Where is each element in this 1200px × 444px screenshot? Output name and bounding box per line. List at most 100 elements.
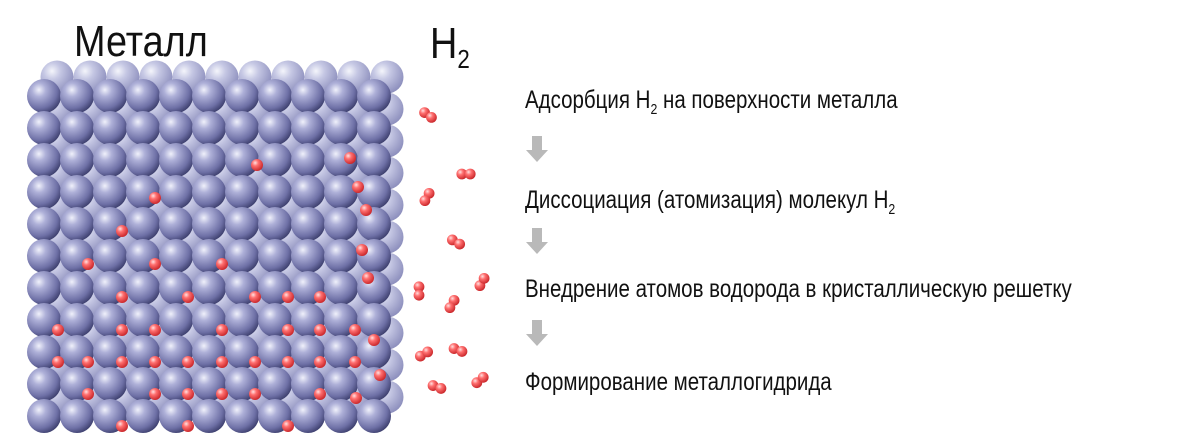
hydrogen-atom xyxy=(82,356,94,368)
metal-atom xyxy=(27,143,61,177)
metal-atom xyxy=(192,175,226,209)
step-dissociation-text: Диссоциация (атомизация) молекул H xyxy=(525,186,889,214)
metal-atom xyxy=(192,111,226,145)
metal-atom xyxy=(225,207,259,241)
metal-atom xyxy=(192,143,226,177)
hydrogen-atom xyxy=(182,420,194,432)
h2-molecule xyxy=(413,281,425,301)
hydrogen-atom xyxy=(456,168,468,180)
hydrogen-atom xyxy=(314,291,326,303)
hydrogen-atom xyxy=(116,420,128,432)
step-adsorption-subscript: 2 xyxy=(650,101,658,118)
hydrogen-atom xyxy=(282,291,294,303)
hydrogen-atom xyxy=(182,291,194,303)
metal-atom xyxy=(93,367,127,401)
metal-atom xyxy=(192,271,226,305)
metal-atom xyxy=(93,175,127,209)
hydrogen-atom xyxy=(52,324,64,336)
metal-atom xyxy=(27,239,61,273)
metal-atom xyxy=(27,79,61,113)
step-adsorption: Адсорбция H2 на поверхности металла xyxy=(525,86,898,118)
metal-atom xyxy=(258,175,292,209)
hydrogen-atom xyxy=(478,272,490,284)
metal-atom xyxy=(225,143,259,177)
metal-atom xyxy=(258,207,292,241)
metal-atom xyxy=(324,367,358,401)
hydrogen-label-subscript: 2 xyxy=(457,44,470,74)
step-insertion: Внедрение атомов водорода в кристалличес… xyxy=(525,277,1072,306)
metal-atom xyxy=(324,143,358,177)
metal-atom xyxy=(225,175,259,209)
hydrogen-atom xyxy=(360,204,372,216)
metal-atom xyxy=(126,111,160,145)
hydrogen-atom xyxy=(374,369,386,381)
metal-atom xyxy=(258,79,292,113)
hydrogen-atom xyxy=(116,291,128,303)
hydrogen-atom xyxy=(249,291,261,303)
metal-atom xyxy=(357,399,391,433)
hydrogen-atom xyxy=(182,356,194,368)
hydrogen-atom xyxy=(349,324,361,336)
step-insertion-text: Внедрение атомов водорода в кристалличес… xyxy=(525,275,1072,303)
metal-atom xyxy=(60,111,94,145)
metal-atom xyxy=(291,111,325,145)
metal-atom xyxy=(291,207,325,241)
hydrogen-atom xyxy=(116,356,128,368)
hydrogen-atom xyxy=(314,324,326,336)
hydrogen-atom xyxy=(426,112,437,123)
metal-atom xyxy=(324,79,358,113)
metal-atom xyxy=(27,399,61,433)
metal-atom xyxy=(192,207,226,241)
metal-atom xyxy=(159,111,193,145)
hydrogen-atom xyxy=(82,388,94,400)
metal-atom xyxy=(258,143,292,177)
hydrogen-atom xyxy=(251,159,263,171)
metal-atom xyxy=(225,79,259,113)
hydrogen-atom xyxy=(216,388,228,400)
hydrogen-atom xyxy=(282,356,294,368)
metal-atom xyxy=(159,207,193,241)
arrow-down-icon xyxy=(526,136,548,162)
h2-molecule xyxy=(474,272,490,292)
metal-atom xyxy=(225,111,259,145)
hydrogen-atom xyxy=(52,356,64,368)
metal-atom xyxy=(258,111,292,145)
h2-molecule xyxy=(471,371,489,389)
metal-atom xyxy=(27,207,61,241)
metal-atom xyxy=(27,175,61,209)
metal-atom xyxy=(93,239,127,273)
h2-molecule xyxy=(427,380,447,394)
hydrogen-atom xyxy=(349,356,361,368)
metal-atom xyxy=(126,207,160,241)
hydrogen-atom xyxy=(413,289,425,301)
metal-atom xyxy=(60,303,94,337)
metal-atom xyxy=(159,303,193,337)
metal-atom xyxy=(357,303,391,337)
hydrogen-atom xyxy=(82,258,94,270)
hydrogen-atom xyxy=(413,281,425,293)
metal-atom xyxy=(159,143,193,177)
metal-atom xyxy=(60,271,94,305)
hydrogen-atom xyxy=(149,388,161,400)
h2-molecule xyxy=(414,346,434,362)
metal-atom xyxy=(357,367,391,401)
metal-atom xyxy=(27,271,61,305)
hydrogen-atom xyxy=(216,356,228,368)
metal-atom xyxy=(357,143,391,177)
step-adsorption-text-end: на поверхности металла xyxy=(657,86,898,114)
hydrogen-label: H2 xyxy=(430,22,470,74)
metal-label: Металл xyxy=(74,17,208,66)
hydrogen-atom xyxy=(116,324,128,336)
metal-atom xyxy=(159,79,193,113)
hydrogen-atom xyxy=(356,244,368,256)
hydrogen-atom xyxy=(362,272,374,284)
metal-atom xyxy=(192,79,226,113)
metal-atom xyxy=(159,239,193,273)
metal-atom xyxy=(60,399,94,433)
step-dissociation-subscript: 2 xyxy=(888,201,896,218)
metal-atom xyxy=(291,79,325,113)
hydrogen-atom xyxy=(116,225,128,237)
hydrogen-atom xyxy=(454,238,466,250)
metal-atom xyxy=(357,111,391,145)
metal-atom xyxy=(60,79,94,113)
